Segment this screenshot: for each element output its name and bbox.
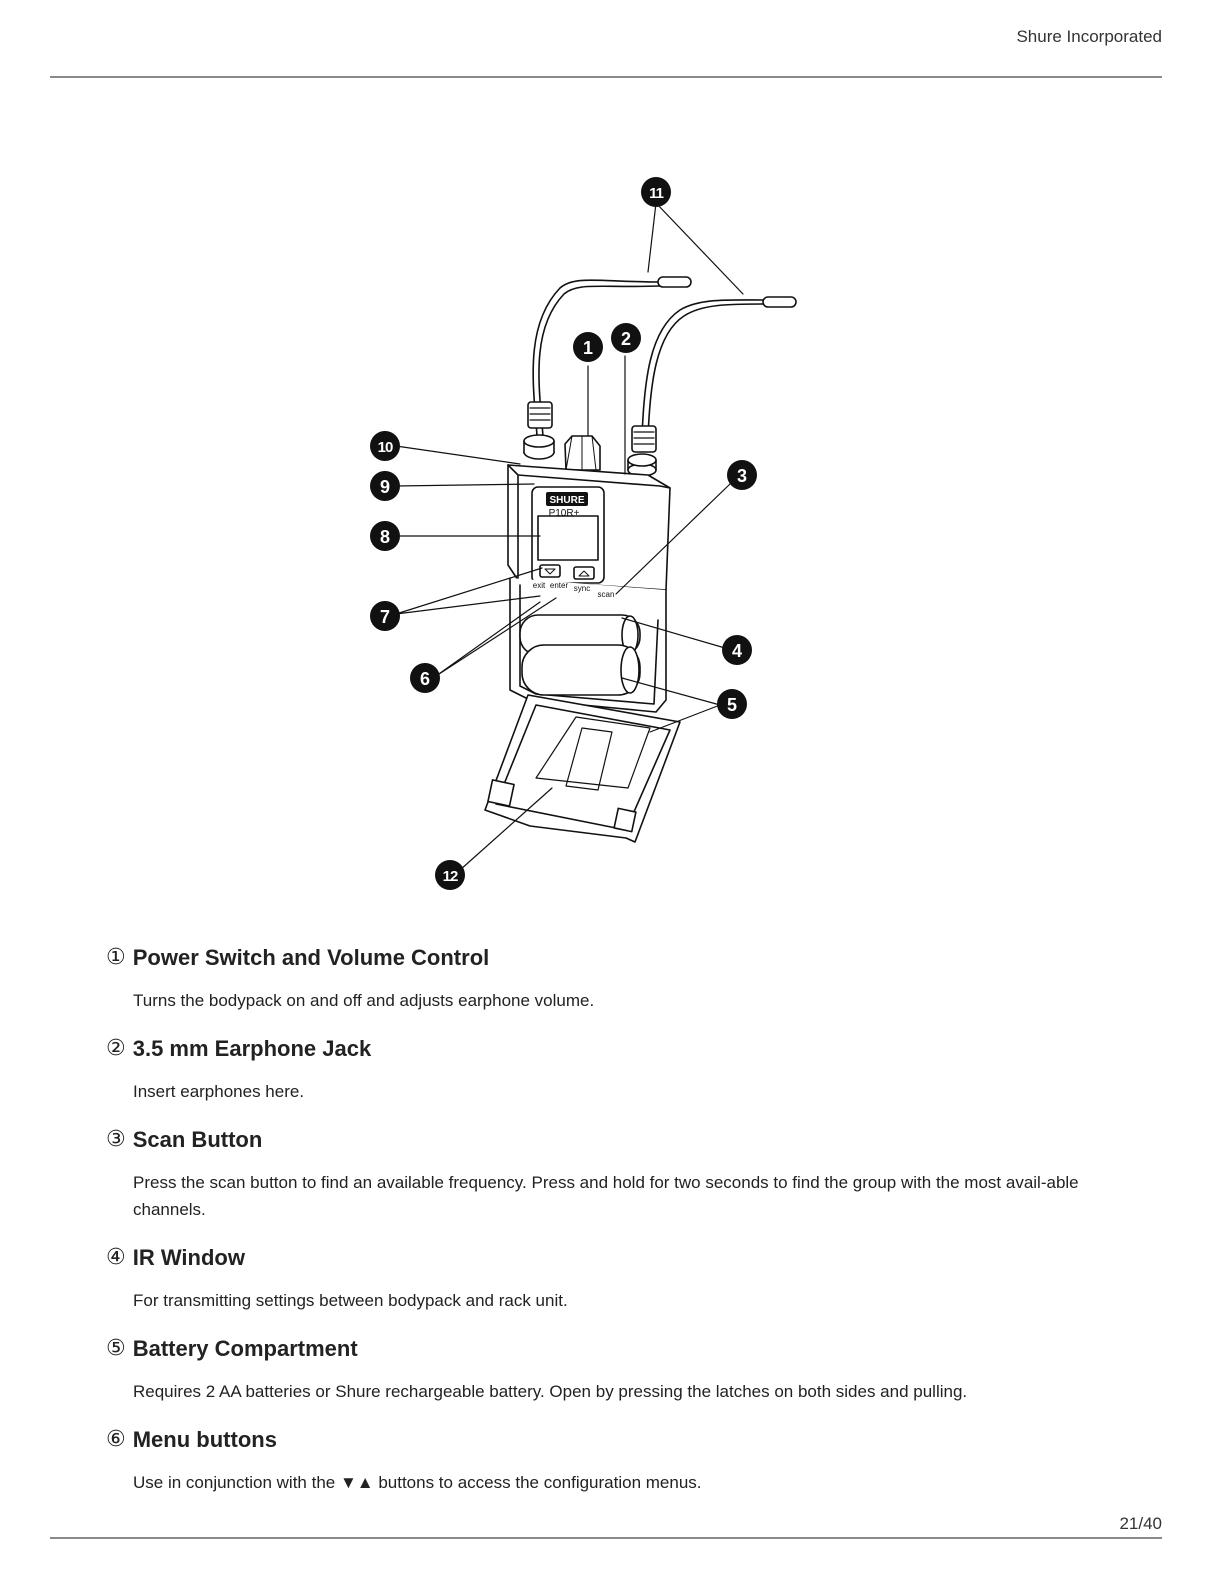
item-description: Turns the bodypack on and off and adjust… xyxy=(133,991,595,1010)
item-description: Insert earphones here. xyxy=(133,1082,305,1101)
item-number: ① xyxy=(106,945,126,970)
bodypack-diagram: SHURE P10R+ exit enter sync scan 1 2 3 4… xyxy=(360,170,820,900)
callout-8: 8 xyxy=(370,521,400,551)
callout-5: 5 xyxy=(717,689,747,719)
item-title-text: 3.5 mm Earphone Jack xyxy=(132,1036,372,1061)
company-name: Shure Incorporated xyxy=(1016,27,1162,46)
shure-logo xyxy=(546,492,588,506)
callout-6: 6 xyxy=(410,663,440,693)
sync-label: sync xyxy=(574,584,590,593)
svg-text:6: 6 xyxy=(420,669,430,689)
antenna-right xyxy=(641,299,766,439)
enter-label: enter xyxy=(550,581,569,590)
page-number: 21/40 xyxy=(1119,1514,1162,1533)
svg-text:8: 8 xyxy=(380,527,390,547)
callout-9: 9 xyxy=(370,471,400,501)
item-number: ③ xyxy=(106,1127,126,1152)
scan-label: scan xyxy=(598,590,615,599)
callout-11: 11 xyxy=(641,177,671,207)
item-description: Press the scan button to find an availab… xyxy=(133,1173,1079,1219)
svg-text:7: 7 xyxy=(380,607,390,627)
footer-divider xyxy=(50,1537,1162,1539)
svg-text:3: 3 xyxy=(737,466,747,486)
callout-10: 10 xyxy=(370,431,400,461)
brand-label: SHURE xyxy=(549,495,584,506)
item-title-text: Power Switch and Volume Control xyxy=(132,945,490,970)
callout-1: 1 xyxy=(573,332,603,362)
item-title-text: IR Window xyxy=(132,1245,245,1270)
svg-text:9: 9 xyxy=(380,477,390,497)
model-label: P10R+ xyxy=(549,508,580,519)
svg-text:4: 4 xyxy=(732,641,742,661)
item-description: For transmitting settings between bodypa… xyxy=(133,1291,568,1310)
item-description: Requires 2 AA batteries or Shure recharg… xyxy=(133,1382,968,1401)
svg-text:12: 12 xyxy=(443,868,458,885)
item-number: ④ xyxy=(106,1245,126,1270)
item-number: ⑥ xyxy=(106,1427,126,1452)
svg-text:2: 2 xyxy=(621,329,631,349)
item-description: Use in conjunction with the ▼▲ buttons t… xyxy=(133,1473,702,1492)
svg-text:10: 10 xyxy=(378,439,393,456)
callout-2: 2 xyxy=(611,323,641,353)
svg-text:11: 11 xyxy=(649,185,664,202)
item-title-text: Battery Compartment xyxy=(132,1336,358,1361)
item-title-text: Menu buttons xyxy=(132,1427,277,1452)
item-title-text: Scan Button xyxy=(132,1127,263,1152)
callout-12: 12 xyxy=(435,860,465,890)
callout-3: 3 xyxy=(727,460,757,490)
exit-label: exit xyxy=(533,581,546,590)
callout-7: 7 xyxy=(370,601,400,631)
header-divider xyxy=(50,76,1162,78)
item-number: ⑤ xyxy=(106,1336,126,1361)
svg-text:5: 5 xyxy=(727,695,737,715)
svg-text:1: 1 xyxy=(583,338,593,358)
callout-4: 4 xyxy=(722,635,752,665)
item-number: ② xyxy=(106,1036,126,1061)
